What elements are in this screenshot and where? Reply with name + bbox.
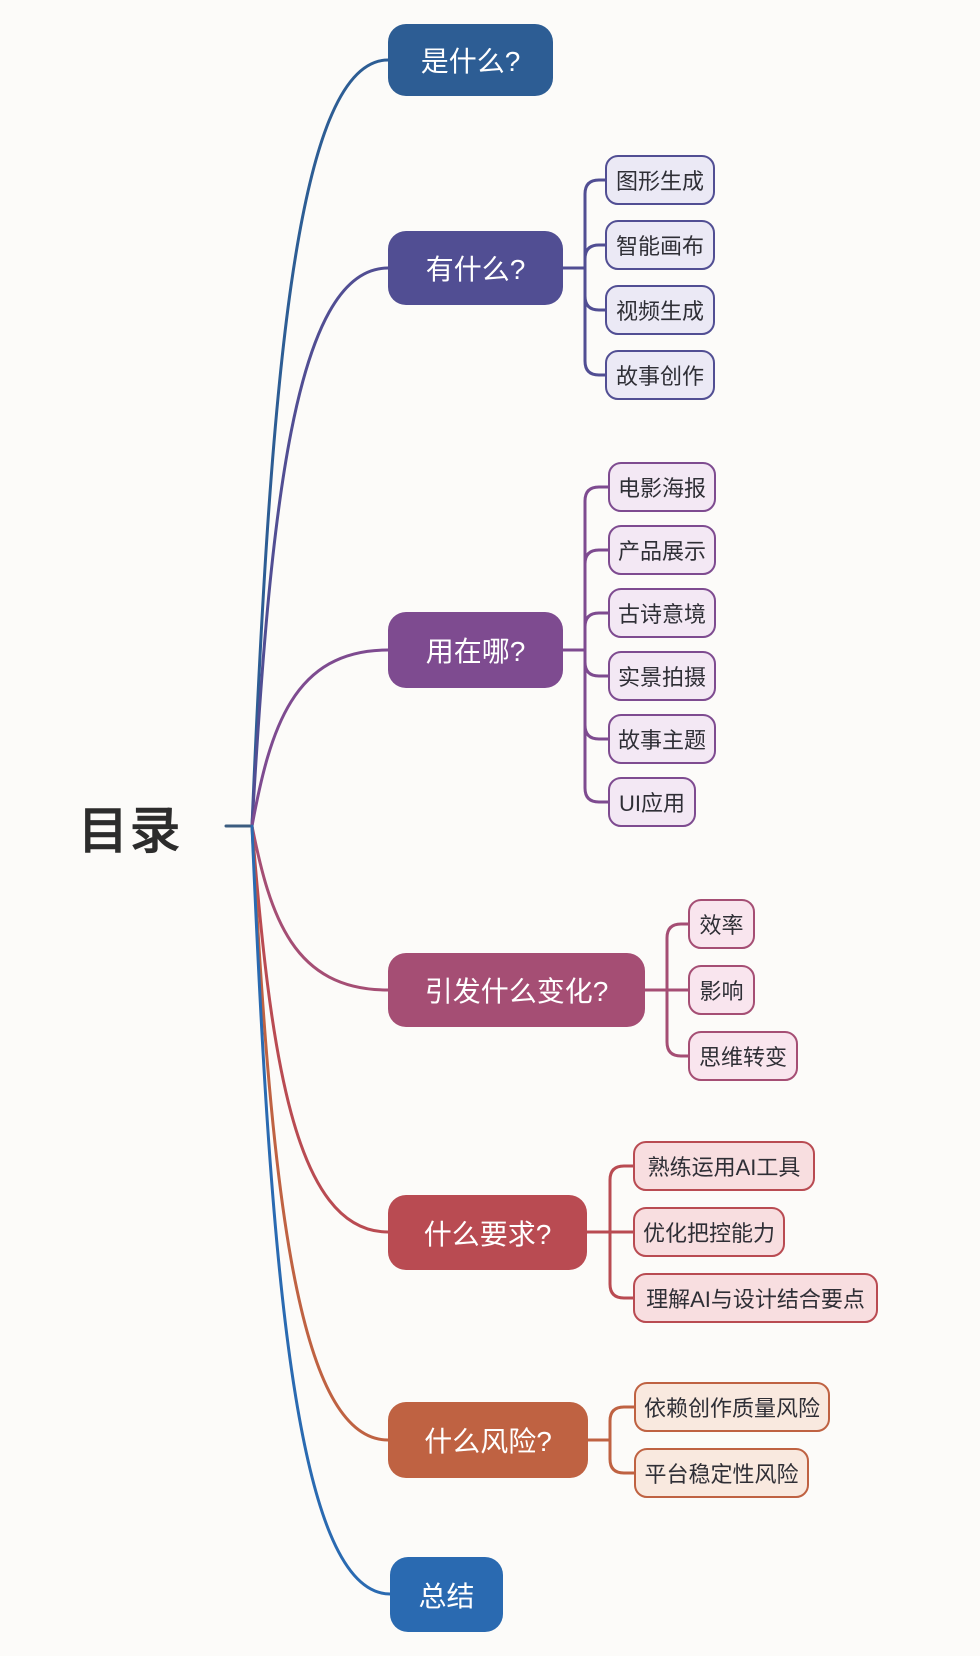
edge-where-used-6 [583, 648, 610, 804]
edge-root-requirements [250, 824, 390, 1234]
edge-what-has-2 [583, 243, 607, 270]
edge-root-where-used [250, 648, 390, 828]
child-node-efficiency[interactable]: 效率 [688, 899, 755, 949]
edge-what-changes-1 [665, 922, 690, 992]
child-node-ui-application[interactable]: UI应用 [608, 777, 696, 827]
child-node-ancient-poem-mood[interactable]: 古诗意境 [608, 588, 716, 638]
child-node-mindset-shift[interactable]: 思维转变 [688, 1031, 798, 1081]
edge-root-summary [250, 824, 392, 1596]
edge-root-what-is [250, 58, 390, 828]
edge-where-used-1 [583, 485, 610, 652]
branch-node-where-used[interactable]: 用在哪? [388, 612, 563, 688]
branch-node-requirements[interactable]: 什么要求? [388, 1195, 587, 1270]
branch-node-what-is[interactable]: 是什么? [388, 24, 553, 96]
edge-what-changes-3 [665, 988, 690, 1058]
edge-root-what-has [250, 266, 390, 828]
edge-risks-2 [608, 1438, 636, 1475]
child-node-product-display[interactable]: 产品展示 [608, 525, 716, 575]
edge-where-used-5 [583, 648, 610, 741]
edge-requirements-1 [608, 1164, 635, 1234]
child-node-optimize-control[interactable]: 优化把控能力 [633, 1207, 785, 1257]
child-node-movie-poster[interactable]: 电影海报 [608, 462, 716, 512]
child-node-graphics-generation[interactable]: 图形生成 [605, 155, 715, 205]
child-node-quality-dependence-risk[interactable]: 依赖创作质量风险 [634, 1382, 830, 1432]
branch-node-what-has[interactable]: 有什么? [388, 231, 563, 305]
root-topic[interactable]: 目录 [78, 803, 182, 859]
child-node-real-scene-photography[interactable]: 实景拍摄 [608, 651, 716, 701]
edge-requirements-3 [608, 1230, 635, 1300]
edge-what-has-4 [583, 266, 607, 377]
child-node-understand-ai-design[interactable]: 理解AI与设计结合要点 [633, 1273, 878, 1323]
branch-node-risks[interactable]: 什么风险? [388, 1402, 588, 1478]
edge-risks-1 [608, 1405, 636, 1442]
child-node-story-theme[interactable]: 故事主题 [608, 714, 716, 764]
child-node-master-ai-tools[interactable]: 熟练运用AI工具 [633, 1141, 815, 1191]
edge-where-used-2 [583, 548, 610, 652]
child-node-smart-canvas[interactable]: 智能画布 [605, 220, 715, 270]
edge-what-has-1 [583, 178, 607, 270]
edge-root-risks [250, 824, 390, 1442]
child-node-video-generation[interactable]: 视频生成 [605, 285, 715, 335]
child-node-influence[interactable]: 影响 [688, 965, 755, 1015]
edge-root-what-changes [250, 824, 390, 992]
edge-where-used-4 [583, 648, 610, 678]
branch-node-summary[interactable]: 总结 [390, 1557, 503, 1632]
edge-where-used-3 [583, 611, 610, 652]
child-node-platform-stability-risk[interactable]: 平台稳定性风险 [634, 1448, 809, 1498]
branch-node-what-changes[interactable]: 引发什么变化? [388, 953, 645, 1027]
edge-what-has-3 [583, 266, 607, 312]
child-node-story-creation[interactable]: 故事创作 [605, 350, 715, 400]
